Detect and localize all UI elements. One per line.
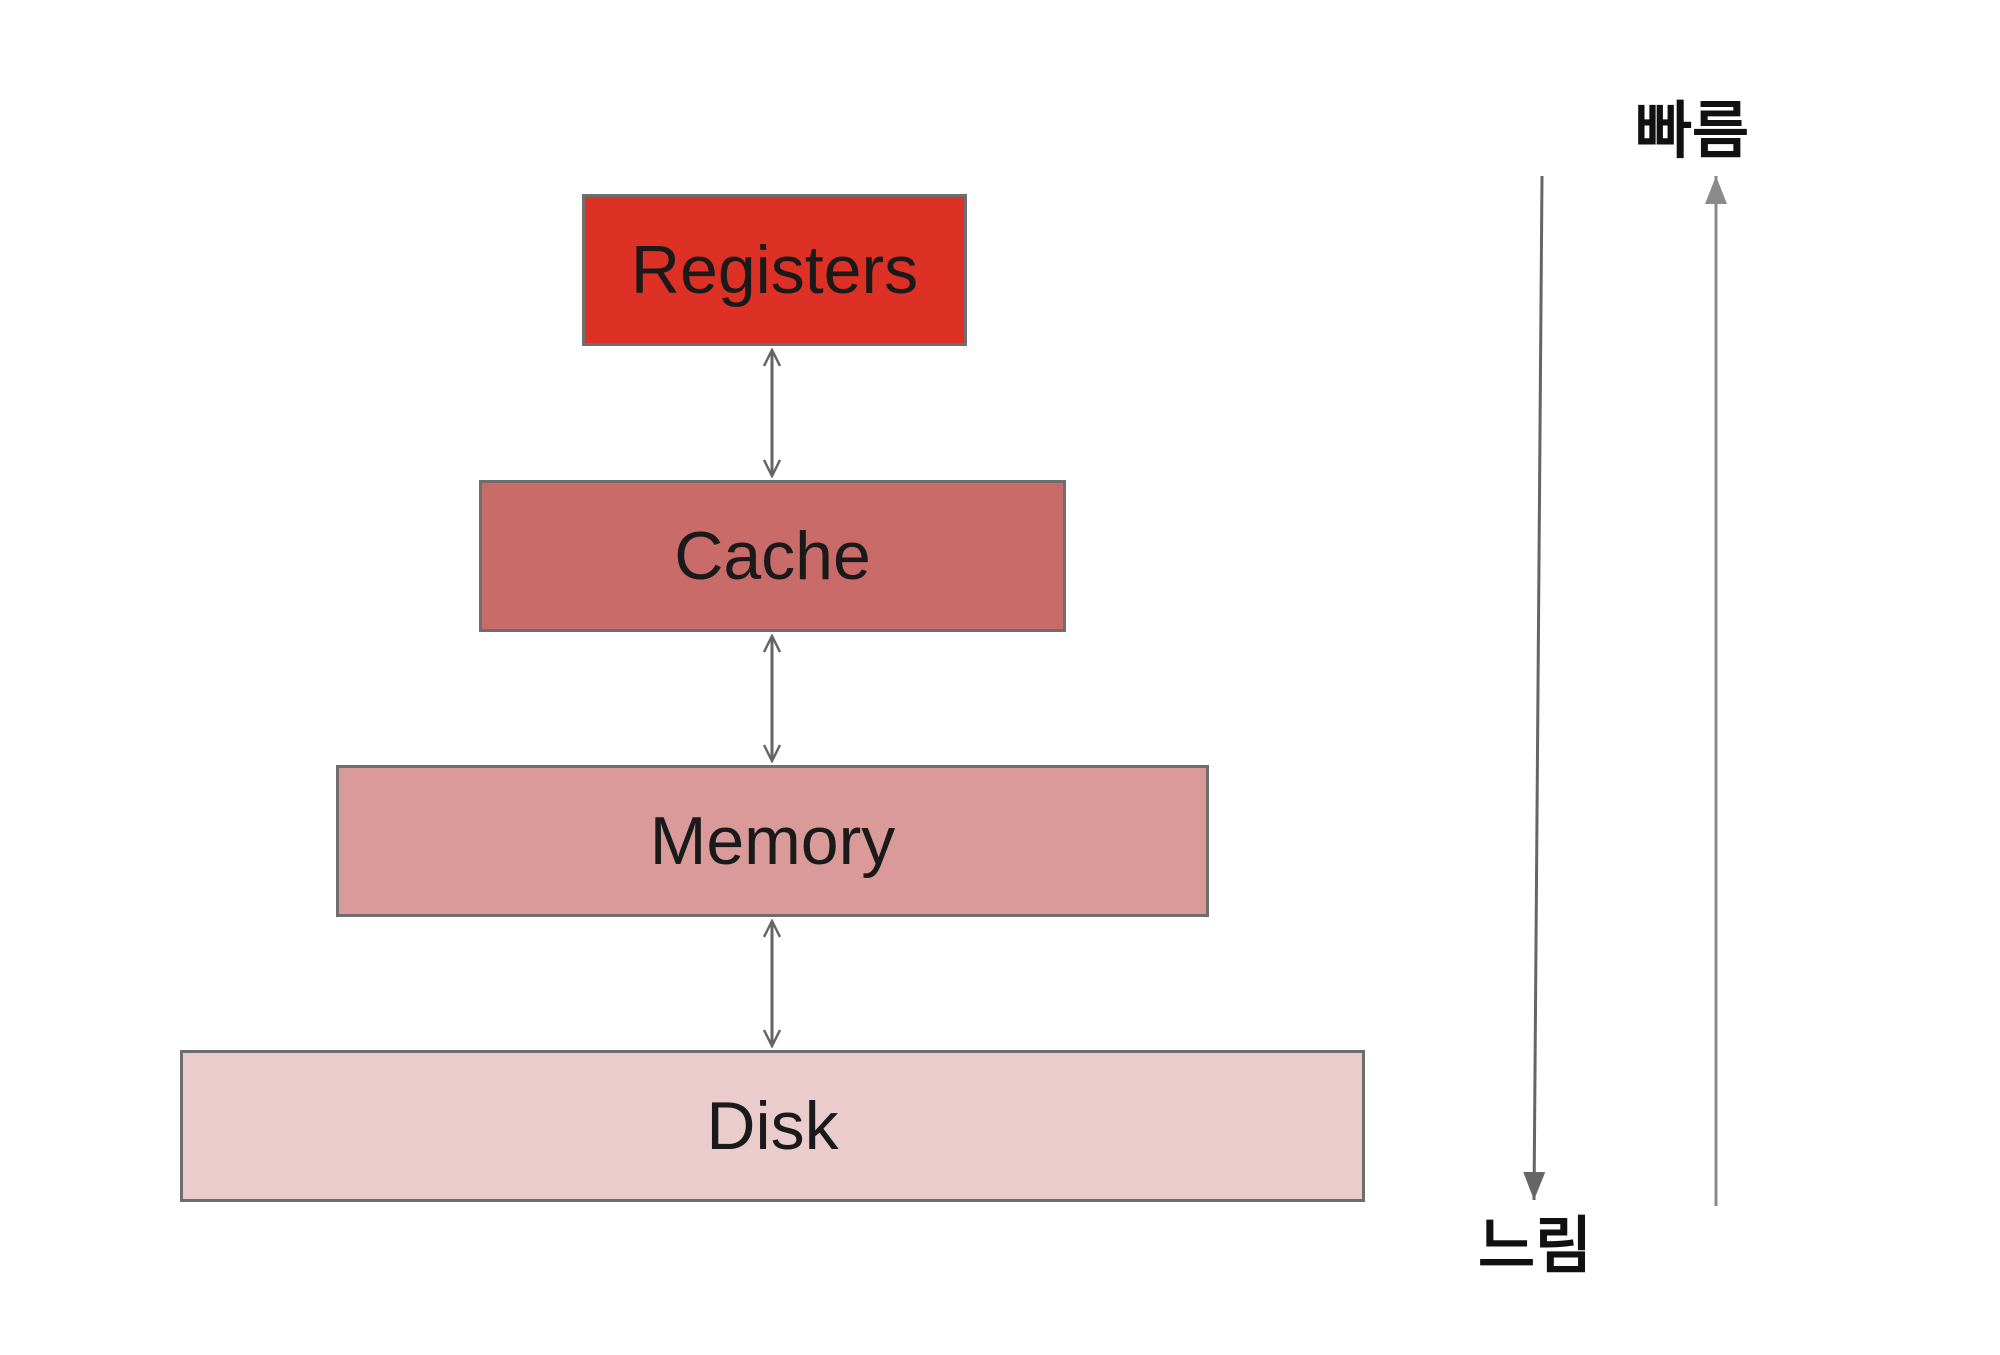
registers-label: Registers — [630, 232, 919, 308]
fast-label: 빠름 — [1635, 94, 1750, 167]
disk-box: Disk — [180, 1050, 1365, 1202]
disk-label: Disk — [706, 1088, 839, 1164]
memory-box: Memory — [336, 765, 1209, 917]
registers-box: Registers — [582, 194, 967, 346]
slow-label: 느림 — [1478, 1209, 1593, 1282]
cache-box: Cache — [479, 480, 1066, 632]
slow-direction-arrow — [1523, 175, 1546, 1201]
cache-label: Cache — [674, 518, 871, 594]
memory-label: Memory — [649, 803, 896, 879]
